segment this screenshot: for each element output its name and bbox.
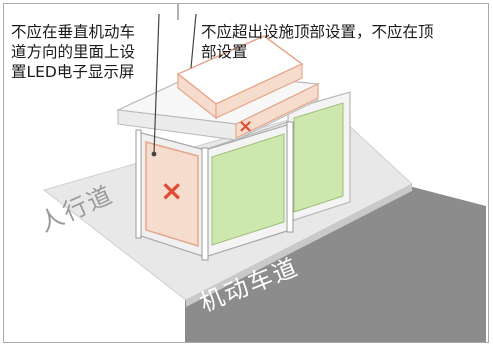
top-note-leader-line [190, 13, 197, 69]
right-glass-panel [293, 102, 344, 213]
front-post [201, 147, 209, 261]
side-led-display [145, 141, 199, 248]
left-note-leader-line [153, 13, 160, 155]
diagram-border [3, 3, 489, 343]
left-post [135, 129, 142, 239]
left-note-leader-dot [151, 151, 157, 157]
road-surface [185, 185, 486, 342]
roof-cross-mark: × [238, 116, 253, 137]
rooftop-sign-side-face [215, 63, 303, 119]
side-display-cross-mark: × [160, 174, 183, 207]
side-display-note: 不应在垂直机动车道方向的里面上设置LED电子显示屏 [11, 23, 136, 81]
roof-edge-highlight [235, 83, 319, 139]
rooftop-note: 不应超出设施顶部设置，不应在顶部设置 [201, 23, 434, 61]
front-glass-panel [211, 133, 285, 246]
right-post [286, 121, 294, 233]
sidewalk-curb [186, 184, 412, 307]
